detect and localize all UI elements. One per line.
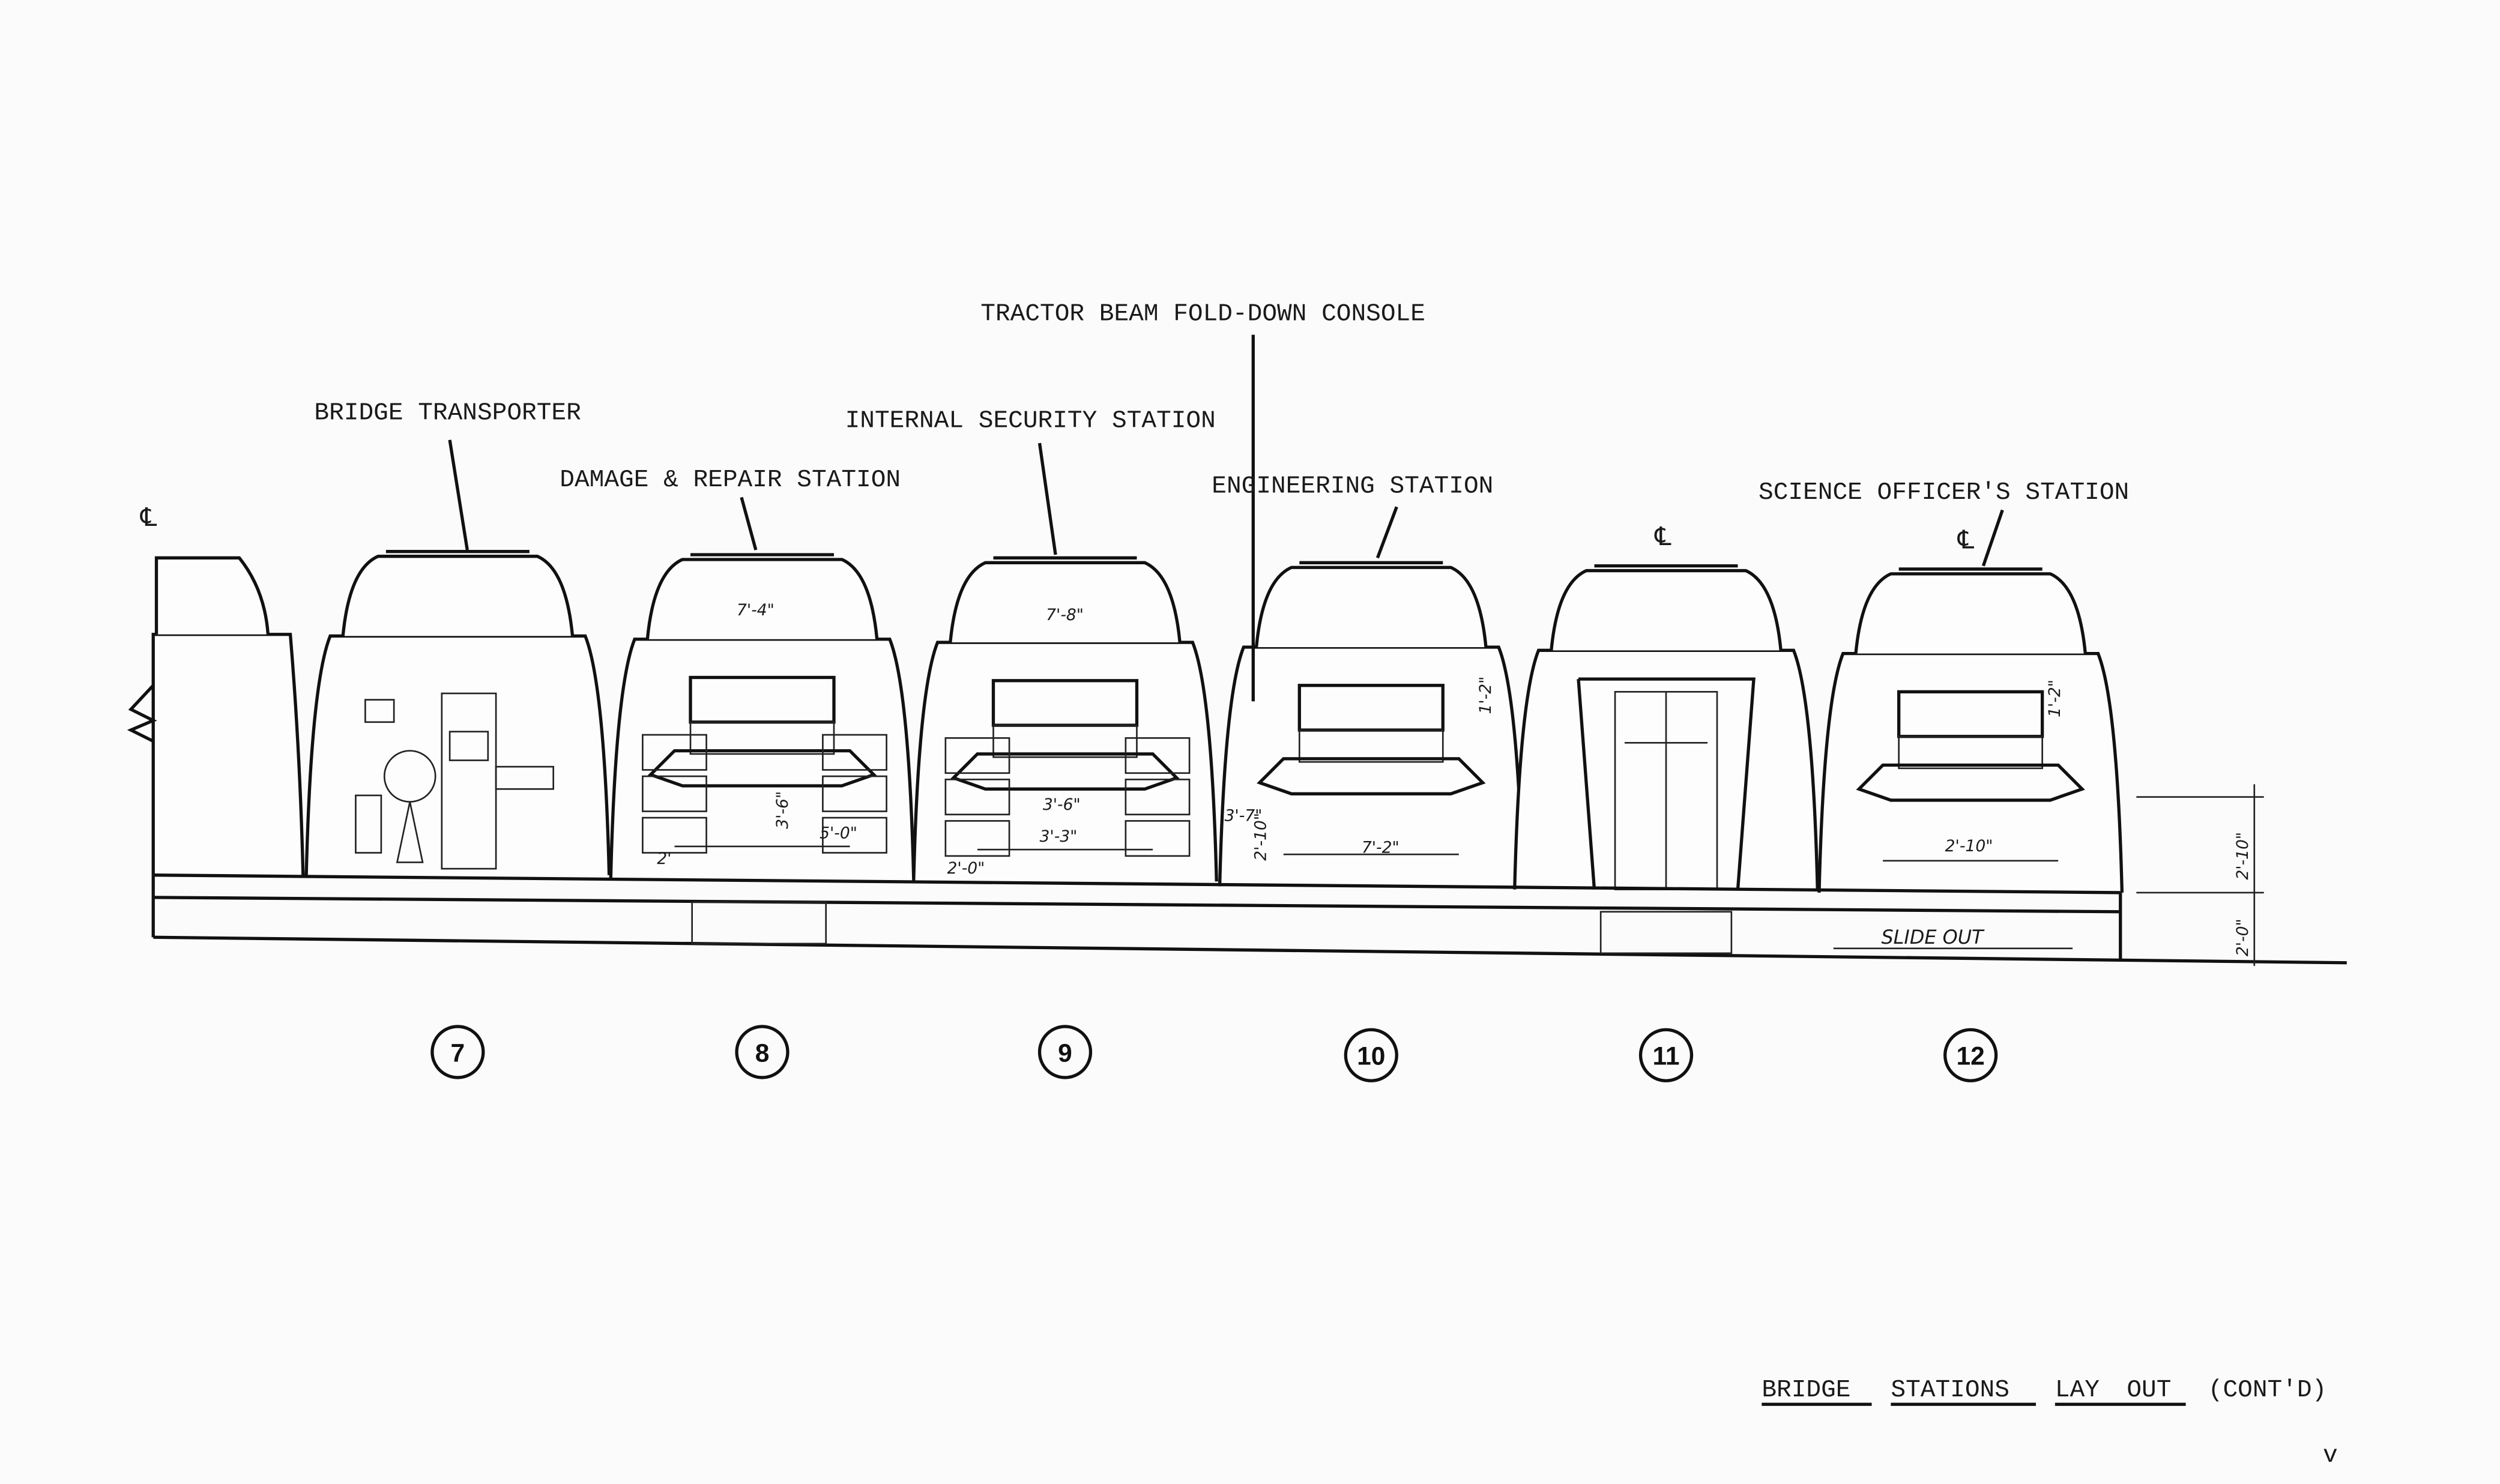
station-7 bbox=[304, 550, 611, 875]
station-number-9: 9 bbox=[1037, 1025, 1093, 1079]
dim-s9-height: 3'-6" bbox=[1043, 795, 1081, 814]
title-word: LAY bbox=[2055, 1377, 2100, 1404]
station-number-text: 7 bbox=[451, 1039, 465, 1067]
dim-s10-width: 7'-2" bbox=[1362, 839, 1399, 857]
dim-s8-side: 2' bbox=[657, 849, 671, 868]
station-8 bbox=[609, 553, 916, 879]
dim-right-lower: 2'-0" bbox=[2233, 918, 2252, 956]
page-number: v bbox=[2323, 1442, 2338, 1470]
callouts: BRIDGE TRANSPORTER DAMAGE & REPAIR STATI… bbox=[314, 301, 2129, 702]
station-partial bbox=[127, 556, 305, 875]
slide-out-note: SLIDE OUT bbox=[1881, 926, 1985, 949]
dim-s10-panel: 1'-2" bbox=[1476, 677, 1495, 714]
dim-s9-desk: 3'-3" bbox=[1040, 827, 1078, 846]
dim-s12-desk-height: 2'-10" bbox=[1945, 837, 1993, 855]
label-engineering: ENGINEERING STATION bbox=[1212, 472, 1493, 500]
centerline-mark: ℄ bbox=[140, 503, 157, 532]
station-number-text: 8 bbox=[755, 1039, 770, 1067]
station-9 bbox=[912, 556, 1218, 882]
station-11 bbox=[1513, 564, 1819, 890]
stations-layer: 7 8 9 10 11 12 bbox=[127, 550, 2124, 1082]
station-number-7: 7 bbox=[430, 1025, 485, 1079]
dim-s8-height: 3'-6" bbox=[773, 791, 792, 829]
station-number-text: 11 bbox=[1653, 1043, 1680, 1071]
station-number-8: 8 bbox=[735, 1025, 790, 1079]
label-damage-repair: DAMAGE & REPAIR STATION bbox=[560, 466, 901, 494]
station-number-10: 10 bbox=[1344, 1028, 1398, 1082]
dim-s9-width: 7'-8" bbox=[1046, 606, 1084, 624]
label-internal-security: INTERNAL SECURITY STATION bbox=[845, 408, 1216, 435]
dim-s9-side: 2'-0" bbox=[947, 859, 985, 878]
title-suffix: (CONT'D) bbox=[2208, 1377, 2327, 1404]
label-bridge-transporter: BRIDGE TRANSPORTER bbox=[314, 399, 581, 427]
dim-right-upper: 2'-10" bbox=[2233, 832, 2252, 880]
centerline-mark: ℄ bbox=[1957, 525, 1975, 555]
station-number-12: 12 bbox=[1943, 1028, 1998, 1082]
title-word: BRIDGE bbox=[1762, 1377, 1850, 1404]
dim-s10-total: 3'-7" bbox=[1225, 806, 1263, 825]
station-10 bbox=[1218, 561, 1524, 887]
label-tractor-beam: TRACTOR BEAM FOLD-DOWN CONSOLE bbox=[980, 301, 1425, 328]
dim-s12-panel: 1'-2" bbox=[2046, 680, 2064, 717]
station-number-text: 10 bbox=[1357, 1043, 1385, 1071]
station-12 bbox=[1817, 567, 2124, 893]
title-word: STATIONS bbox=[1891, 1377, 2009, 1404]
dim-s8-desk: 5'-0" bbox=[820, 824, 857, 843]
sheet-title: BRIDGE STATIONS LAY OUT (CONT'D) v bbox=[1762, 1377, 2338, 1470]
label-science-officer: SCIENCE OFFICER'S STATION bbox=[1759, 479, 2129, 507]
dim-s10-desk-height: 2'-10" bbox=[1252, 813, 1270, 861]
station-number-text: 12 bbox=[1957, 1043, 1985, 1071]
centerline-mark: ℄ bbox=[1654, 522, 1671, 552]
station-number-text: 9 bbox=[1058, 1039, 1072, 1067]
dim-s8-width: 7'-4" bbox=[737, 601, 774, 620]
station-number-11: 11 bbox=[1638, 1028, 1694, 1082]
dimension-annotations: 7'-4" 3'-6" 5'-0" 2' 7'-8" 3'-6" 3'-3" 2… bbox=[140, 503, 2256, 967]
title-word: OUT bbox=[2127, 1377, 2171, 1404]
platform bbox=[151, 796, 2347, 965]
